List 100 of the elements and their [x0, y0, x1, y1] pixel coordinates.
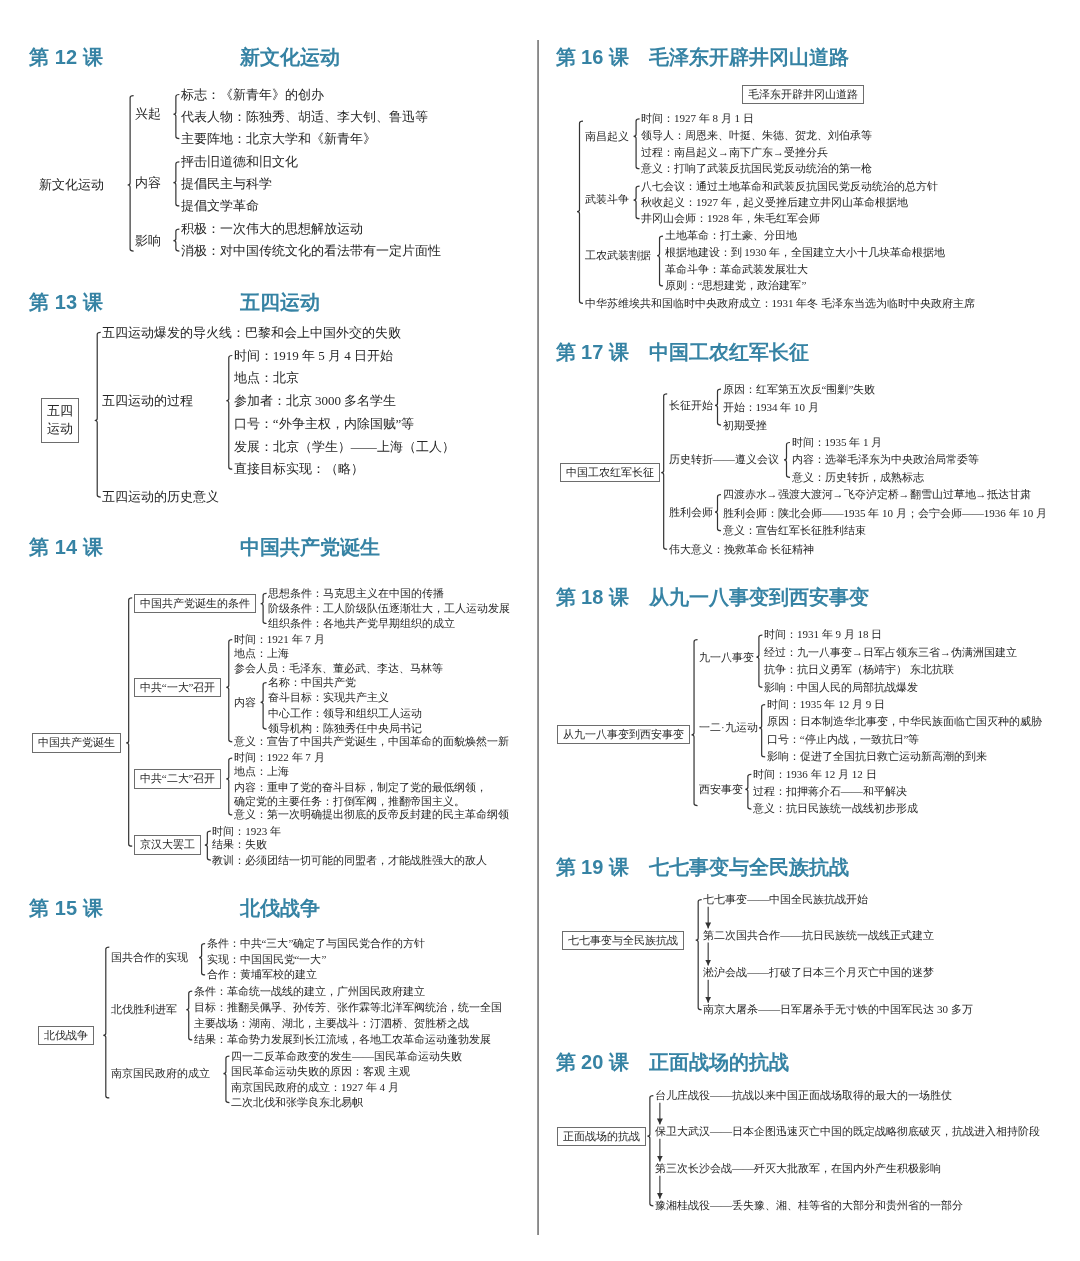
- arrow: [705, 979, 712, 1004]
- topic-box: 七七事变与全民族抗战: [562, 930, 685, 950]
- item-text: 时间：1935 年 1 月: [791, 435, 883, 450]
- topic-box: 五四运动: [40, 397, 79, 444]
- event-label: 第三次长沙会战——歼灭大批敌军，在国内外产生积极影响: [654, 1162, 941, 1176]
- item-text: 口号：“停止内战，一致抗日”等: [766, 732, 920, 747]
- lesson-number: 第 20 课: [555, 1049, 629, 1074]
- branch-box: 中共“二大”召开: [133, 769, 222, 789]
- item-text: 地点：上海: [233, 647, 289, 661]
- item-text: 意义：宣告了中国共产党诞生，中国革命的面貌焕然一新: [233, 735, 509, 749]
- arrow: [705, 906, 712, 929]
- event-label: 第二次国共合作——抗日民族统一战线正式建立: [703, 928, 935, 943]
- lesson-title: 五四运动: [239, 290, 320, 315]
- item-text: 原因：红军第五次反“围剿”失败: [722, 382, 876, 396]
- lesson-number: 第 15 课: [29, 895, 103, 920]
- branch-label: 北伐胜利进军: [110, 1003, 177, 1017]
- lesson-title: 中国工农红军长征: [649, 340, 810, 365]
- arrow: [656, 1102, 663, 1125]
- lesson-number: 第 17 课: [555, 340, 629, 365]
- item-text: 时间：1919 年 5 月 4 日开始: [233, 347, 393, 364]
- item-text: 参加者：北京 3000 多名学生: [233, 392, 397, 409]
- item-text: 开始：1934 年 10 月: [722, 401, 819, 415]
- branch-label: 一二·九运动: [699, 721, 758, 735]
- item-text: 时间：1936 年 12 月 12 日: [752, 767, 877, 781]
- event-label: 保卫大武汉——日本企图迅速灭亡中国的既定战略彻底破灭，抗战进入相持阶段: [654, 1124, 1040, 1139]
- lesson-number: 第 14 课: [29, 534, 103, 559]
- item-text: 中心工作：领导和组织工人运动: [268, 707, 423, 721]
- lesson-number: 第 12 课: [29, 45, 103, 70]
- item-text: 积极：一次伟大的思想解放运动: [180, 221, 363, 237]
- item-text: 二次北伐和张学良东北易帜: [230, 1095, 363, 1110]
- topic-box: 毛泽东开辟井冈山道路: [741, 84, 864, 105]
- item-text: 意义：打响了武装反抗国民党反动统治的第一枪: [641, 162, 873, 176]
- item-text: 实现：中国国民党“一大”: [206, 953, 327, 967]
- branch-label: 影响: [135, 232, 162, 249]
- item-text: 内容：重申了党的奋斗目标，制定了党的最低纲领，确定党的主要任务：打倒军阀，推翻帝国主义。: [233, 780, 488, 809]
- item-text: 秋收起义：1927 年，起义受挫后建立井冈山革命根据地: [641, 195, 908, 209]
- branch-label: 国共合作的实现: [110, 950, 188, 965]
- item-text: 提倡民主与科学: [180, 176, 272, 192]
- item-text: 主要战场：湖南、湖北，主要战斗：汀泗桥、贺胜桥之战: [193, 1017, 469, 1031]
- item-text: 初期受挫: [722, 418, 767, 432]
- item-text: 阶级条件：工人阶级队伍逐渐壮大，工人运动发展: [268, 601, 511, 615]
- branch-label: 五四运动爆发的导火线：巴黎和会上中国外交的失败: [102, 324, 402, 341]
- item-text: 经过：九一八事变→日军占领东三省→伪满洲国建立: [763, 645, 1017, 660]
- item-text: 影响：中国人民的局部抗战爆发: [763, 680, 918, 694]
- item-text: 奋斗目标：实现共产主义: [268, 691, 390, 705]
- item-text: 代表人物：陈独秀、胡适、李大钊、鲁迅等: [180, 108, 428, 125]
- branch-box: 中国共产党诞生的条件: [133, 594, 256, 614]
- branch-label: 兴起: [135, 106, 162, 123]
- item-text: 八七会议：通过土地革命和武装反抗国民党反动统治的总方针: [641, 179, 939, 193]
- item-text: 原则：“思想建党，政治建军”: [664, 279, 807, 293]
- lesson-number: 第 18 课: [555, 584, 629, 609]
- topic-box: 北伐战争: [37, 1025, 94, 1045]
- branch-label: 九一八事变: [699, 650, 755, 664]
- lesson-title: 北伐战争: [239, 895, 320, 920]
- item-text: 参会人员：毛泽东、董必武、李达、马林等: [233, 662, 443, 676]
- item-text: 抨击旧道德和旧文化: [180, 154, 298, 170]
- branch-label: 西安事变: [699, 782, 744, 796]
- branch-label: 长征开始: [668, 398, 713, 412]
- item-text: 时间：1921 年 7 月: [233, 633, 325, 647]
- branch-label: 历史转折——遵义会议: [668, 453, 779, 467]
- item-text: 标志：《新青年》的创办: [180, 86, 324, 103]
- item-text: 意义：第一次明确提出彻底的反帝反封建的民主革命纲领: [233, 808, 509, 822]
- item-text: 井冈山会师：1928 年，朱毛红军会师: [641, 212, 820, 226]
- branch-label: 内容: [233, 695, 256, 709]
- item-text: 消极：对中国传统文化的看法带有一定片面性: [180, 243, 441, 259]
- event-label: 豫湘桂战役——丢失豫、湘、桂等省的大部分和贵州省的一部分: [654, 1199, 963, 1213]
- item-text: 意义：抗日民族统一战线初步形成: [752, 802, 918, 816]
- item-text: 南京国民政府的成立：1927 年 4 月: [230, 1080, 399, 1095]
- item-text: 提倡文学革命: [180, 198, 259, 214]
- event-label: 南京大屠杀——日军屠杀手无寸铁的中国军民达 30 多万: [703, 1003, 973, 1017]
- item-text: 时间：1927 年 8 月 1 日: [641, 112, 754, 126]
- lesson-title: 新文化运动: [239, 45, 340, 70]
- topic-box: 正面战场的抗战: [556, 1126, 646, 1146]
- topic-box: 中国共产党诞生: [32, 733, 122, 753]
- item-text: 发展：北京（学生）——上海（工人）: [233, 439, 455, 455]
- item-text: 内容：选举毛泽东为中央政治局常委等: [791, 453, 979, 467]
- branch-label: 五四运动的过程: [102, 392, 194, 409]
- arrow: [656, 1175, 663, 1200]
- item-text: 地点：上海: [233, 765, 289, 779]
- item-text: 领导人：周恩来、叶挺、朱德、贺龙、刘伯承等: [641, 128, 873, 142]
- item-text: 土地革命：打土豪、分田地: [664, 229, 797, 243]
- item-text: 口号：“外争主权，内除国贼”等: [233, 416, 415, 432]
- branch-label: 南昌起义: [584, 129, 629, 143]
- item-text: 地点：北京: [233, 369, 299, 386]
- lesson-title: 从九一八事变到西安事变: [649, 584, 870, 609]
- item-text: 根据地建设：到 1930 年，全国建立大小十几块革命根据地: [664, 245, 946, 259]
- branch-label: 武装斗争: [584, 193, 629, 207]
- item-text: 影响：促进了全国抗日救亡运动新高潮的到来: [766, 750, 987, 764]
- item-text: 时间：1922 年 7 月: [233, 751, 325, 765]
- lesson-number: 第 19 课: [555, 855, 629, 880]
- topic-box: 中国工农红军长征: [559, 463, 660, 483]
- item-text: 主要阵地：北京大学和《新青年》: [180, 130, 376, 147]
- item-text: 教训：必须团结一切可能的同盟者，才能战胜强大的敌人: [212, 853, 488, 867]
- lesson-title: 七七事变与全民族抗战: [649, 855, 850, 880]
- arrow: [705, 942, 712, 967]
- lesson-title: 正面战场的抗战: [649, 1049, 790, 1074]
- topic-box: 从九一八事变到西安事变: [556, 725, 690, 745]
- item-text: 结果：失败: [212, 838, 268, 852]
- lesson-title: 毛泽东开辟井冈山道路: [649, 45, 850, 70]
- item-text: 思想条件：马克思主义在中国的传播: [268, 586, 445, 600]
